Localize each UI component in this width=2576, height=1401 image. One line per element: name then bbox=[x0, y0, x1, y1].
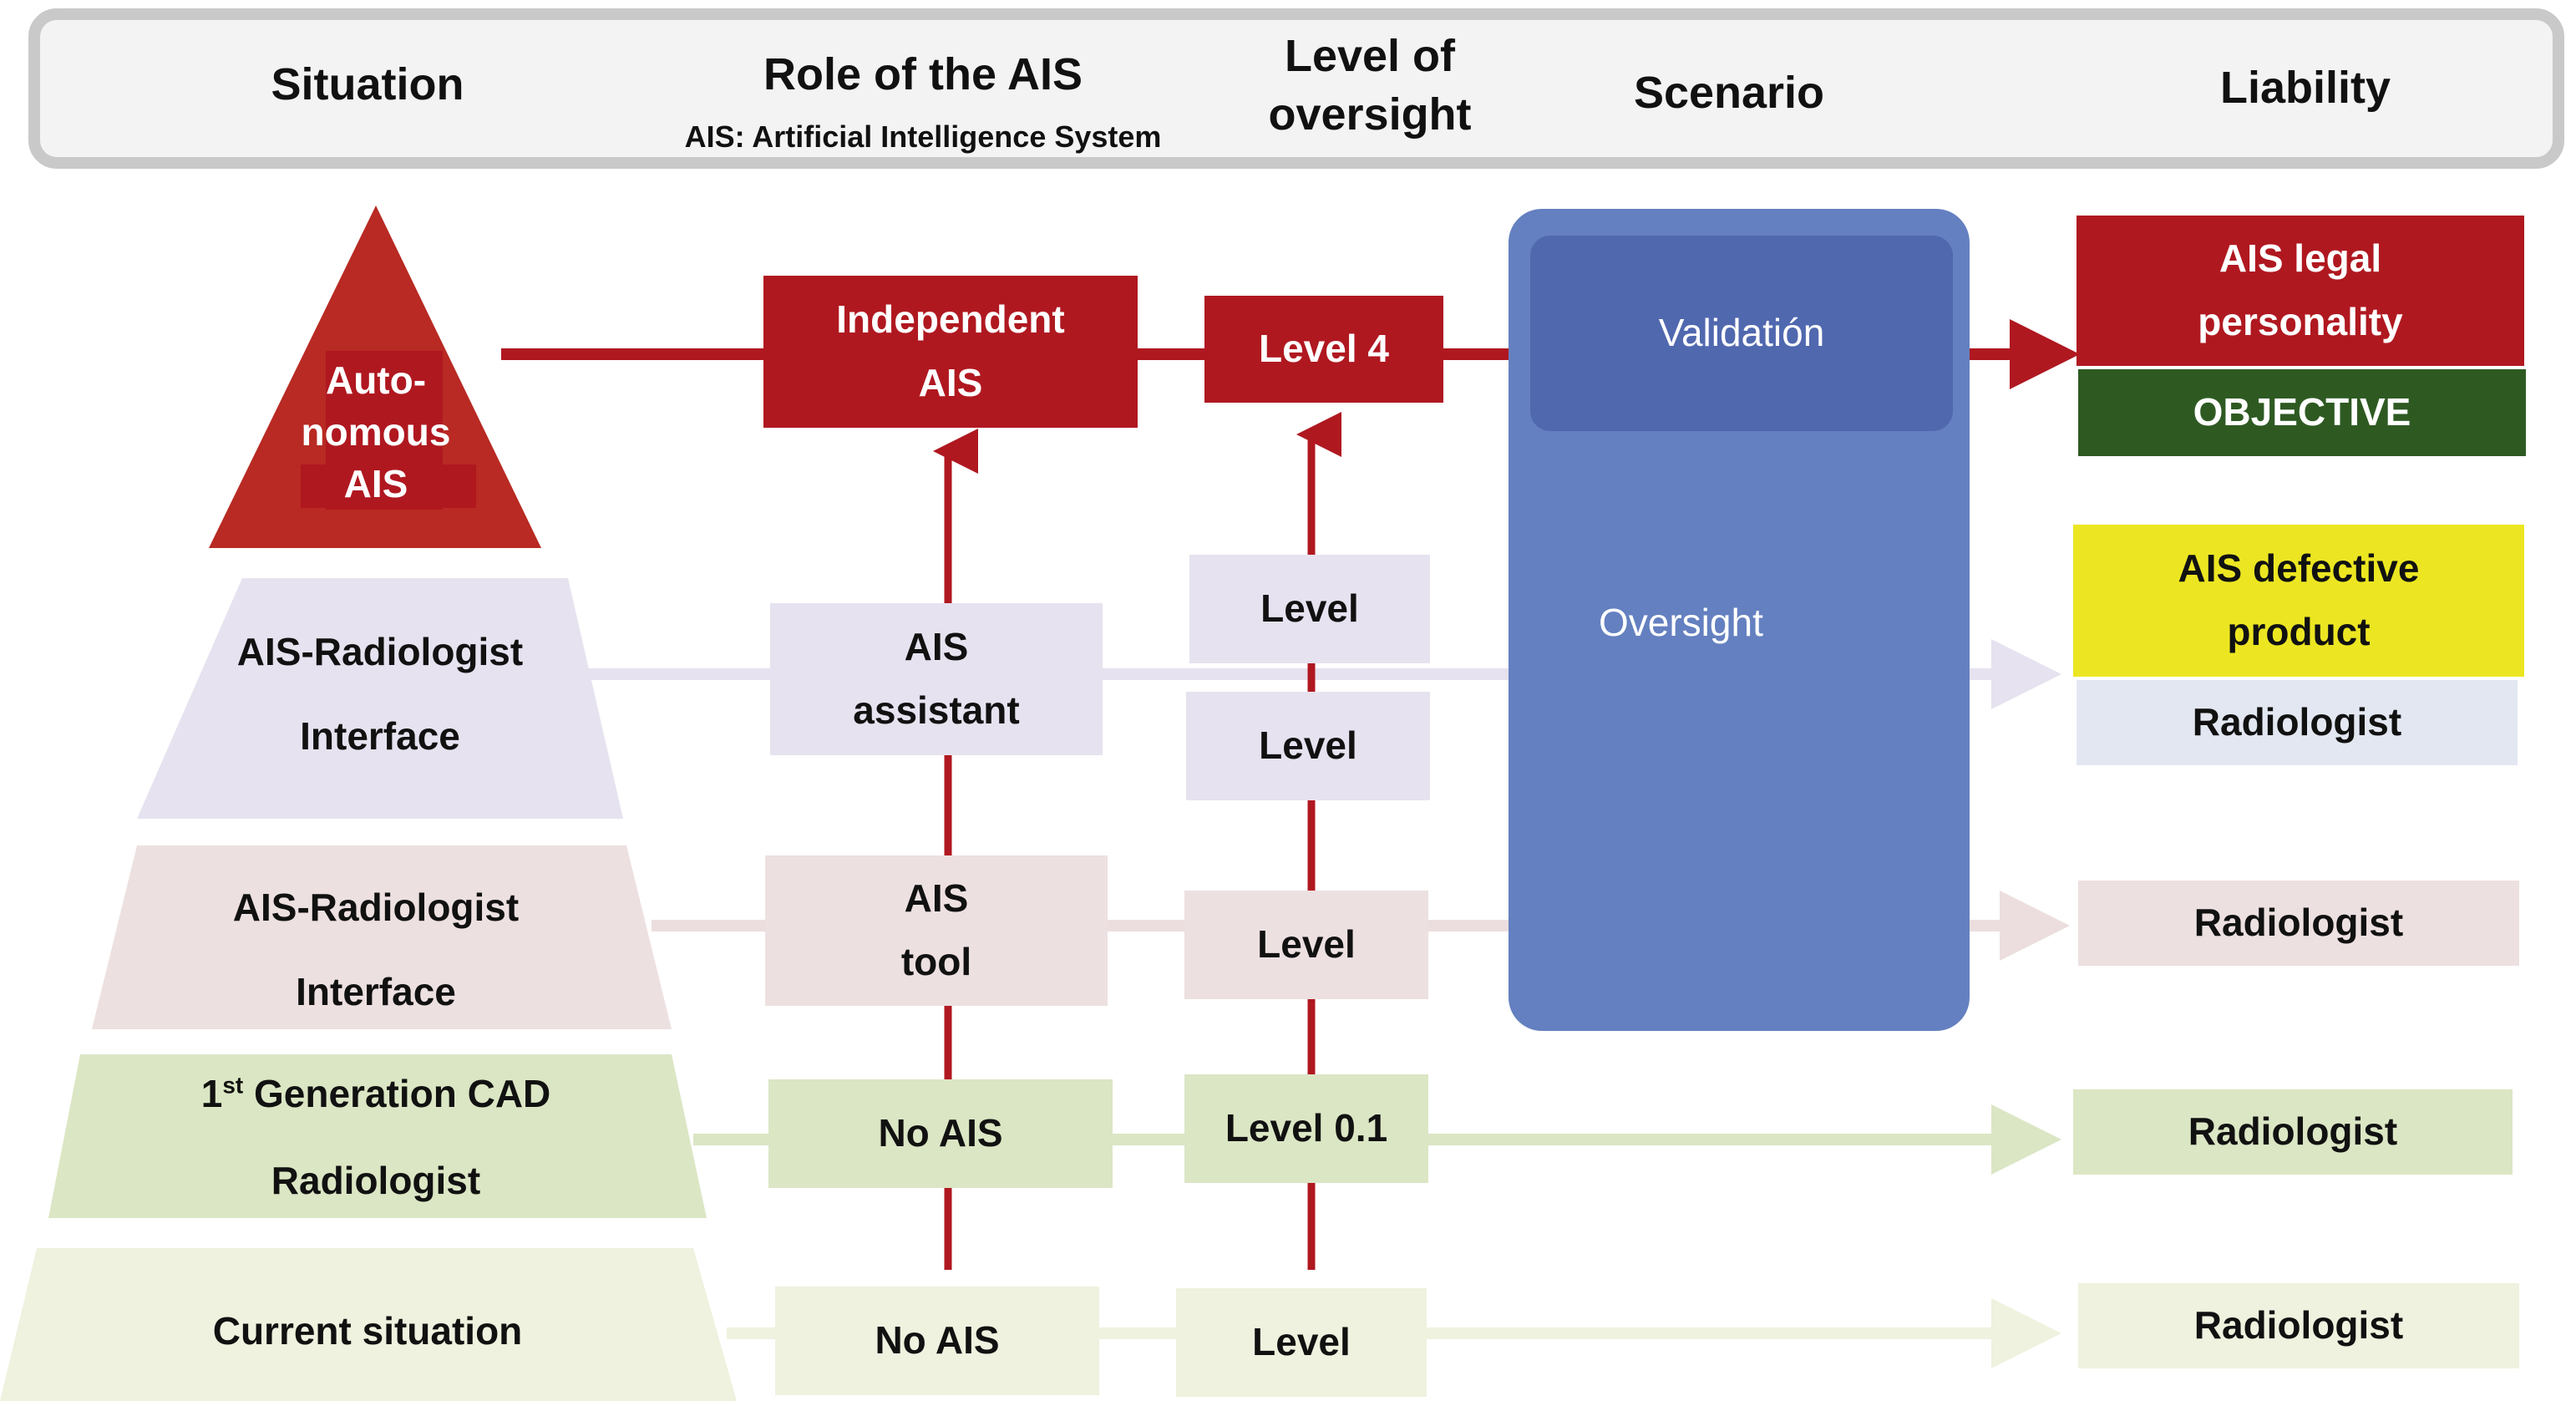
level-b-label: Level bbox=[1259, 723, 1357, 768]
liability-radiologist-1: Radiologist bbox=[2077, 680, 2518, 765]
liability-radiologist-2-label: Radiologist bbox=[2193, 901, 2404, 945]
liability-radiologist-1-label: Radiologist bbox=[2192, 700, 2402, 744]
header-situation: Situation bbox=[271, 59, 464, 109]
situation-interface-tool-label: AIS-Radiologist Interface bbox=[232, 886, 520, 1014]
situation-cad-label: 1st Generation CAD Radiologist bbox=[125, 1063, 626, 1213]
cad-number: 1 bbox=[200, 1072, 223, 1115]
level-d-label: Level bbox=[1252, 1320, 1351, 1364]
level-box-b: Level bbox=[1186, 692, 1430, 800]
level-4-label: Level 4 bbox=[1259, 327, 1389, 371]
level-0-1-label: Level 0.1 bbox=[1225, 1106, 1388, 1150]
scenario-validation: Validatión bbox=[1530, 236, 1953, 431]
header-role-subtitle: AIS: Artificial Intelligence System bbox=[684, 119, 1162, 154]
level-box-d: Level bbox=[1176, 1288, 1427, 1397]
liability-objective: OBJECTIVE bbox=[2078, 369, 2526, 456]
role-independent-ais: Independent AIS bbox=[763, 276, 1138, 428]
liability-radiologist-4: Radiologist bbox=[2078, 1283, 2519, 1368]
pyramid-tier-tool bbox=[92, 845, 672, 1029]
level-c-label: Level bbox=[1257, 922, 1356, 967]
liability-objective-label: OBJECTIVE bbox=[2193, 390, 2411, 434]
pyramid-tier-cad bbox=[48, 1054, 707, 1218]
role-tool-label: AIS tool bbox=[900, 876, 972, 983]
liability-radiologist-3: Radiologist bbox=[2073, 1089, 2513, 1175]
liability-radiologist-4-label: Radiologist bbox=[2193, 1303, 2404, 1348]
header-bar bbox=[28, 8, 2564, 169]
level-0-1-box: Level 0.1 bbox=[1184, 1074, 1428, 1183]
liability-radiologist-2: Radiologist bbox=[2078, 881, 2519, 966]
header-scenario: Scenario bbox=[1633, 68, 1825, 118]
level-a-label: Level bbox=[1260, 586, 1359, 631]
liability-legal-label: AIS legal personality bbox=[2198, 236, 2403, 343]
role-independent-label: Independent AIS bbox=[836, 297, 1065, 404]
level-4-box: Level 4 bbox=[1204, 296, 1443, 403]
role-assistant-label: AIS assistant bbox=[853, 625, 1020, 732]
pyramid-tier-assistant bbox=[137, 578, 623, 819]
level-box-a: Level bbox=[1189, 555, 1430, 663]
cad-radiologist: Radiologist bbox=[271, 1158, 481, 1202]
situation-interface-assistant-label: AIS-Radiologist Interface bbox=[236, 630, 524, 759]
situation-autonomous-label: Auto- nomous AIS bbox=[301, 358, 451, 506]
role-no-ais-cad: No AIS bbox=[768, 1079, 1113, 1188]
liability-defective-label: AIS defective product bbox=[2178, 546, 2420, 653]
liability-legal-personality: AIS legal personality bbox=[2077, 216, 2524, 366]
role-no-ais-current: No AIS bbox=[775, 1287, 1099, 1395]
cad-title: Generation CAD bbox=[243, 1072, 551, 1115]
role-no-ais-cad-label: No AIS bbox=[878, 1111, 1003, 1155]
liability-defective-product: AIS defective product bbox=[2073, 525, 2524, 677]
liability-radiologist-3-label: Radiologist bbox=[2188, 1109, 2398, 1154]
scenario-oversight-label: Oversight bbox=[1599, 601, 1763, 644]
level-box-c: Level bbox=[1184, 891, 1428, 999]
scenario-validation-label: Validatión bbox=[1658, 311, 1825, 355]
header-liability: Liability bbox=[2219, 63, 2391, 113]
role-no-ais-current-label: No AIS bbox=[875, 1318, 1000, 1363]
role-ais-assistant: AIS assistant bbox=[770, 603, 1103, 755]
role-ais-tool: AIS tool bbox=[765, 855, 1108, 1006]
cad-superscript: st bbox=[222, 1072, 244, 1099]
header-role: Role of the AIS bbox=[763, 49, 1083, 99]
situation-current-label: Current situation bbox=[212, 1309, 523, 1353]
pyramid-tier-current bbox=[0, 1248, 737, 1401]
header-oversight: Level of oversight bbox=[1268, 31, 1472, 140]
pyramid-tier-autonomous-accent-2 bbox=[301, 464, 476, 508]
